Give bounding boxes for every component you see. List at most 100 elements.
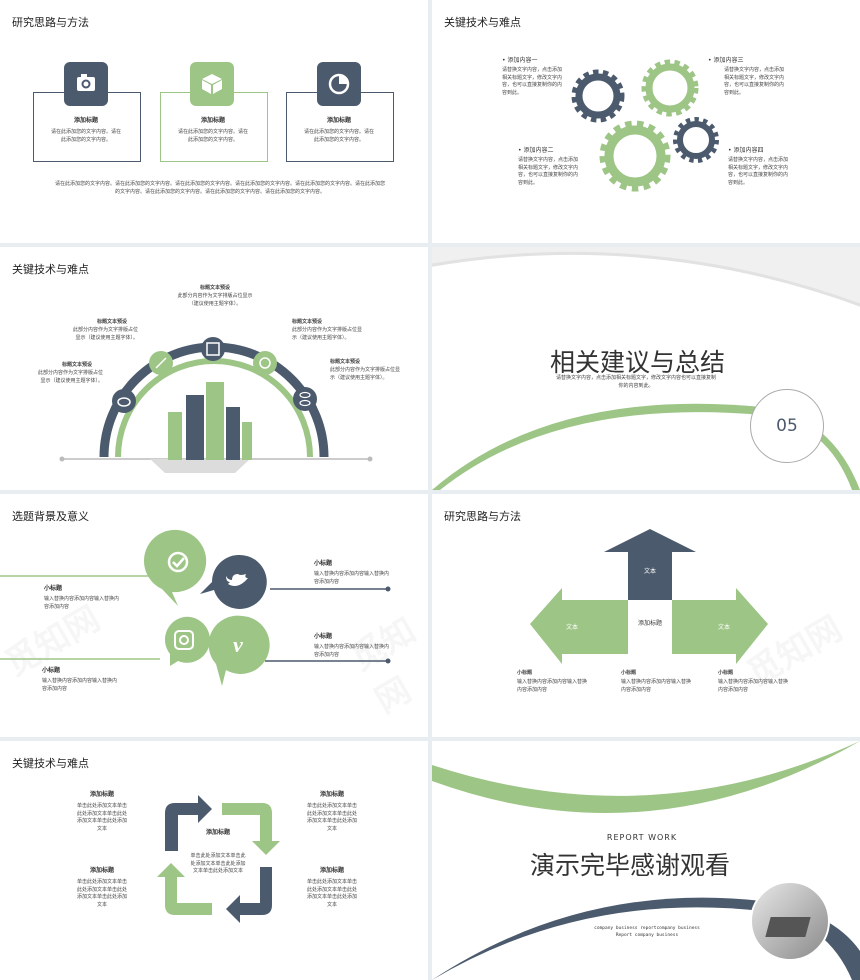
slide-6[interactable]: 研究思路与方法 觅知网 文本 文本 文本 添加标题 小标题 输入替换内容添加内容… <box>432 494 860 737</box>
item-body: 请替换文字内容，点击添加相关标题文字，修改文字内容，也可以直接复制你的内容到此。 <box>724 67 785 96</box>
item-body: 输入替换内容添加内容输入替换内容添加内容 <box>42 678 118 692</box>
city-buildings <box>168 382 252 460</box>
center-body: 单击此处添加文本单击此处添加文本单击此处添加文本单击此处添加文本 <box>190 853 246 874</box>
item-heading: 添加标题 <box>319 791 344 798</box>
arrow-label: 文本 <box>643 568 656 575</box>
label-heading: 标题文本预设 <box>199 285 230 291</box>
section-body: 请替换文字内容，点击添加相关标题文字，修改文字内容也可以直接复制你的内容到此。 <box>556 375 717 389</box>
item-body: 输入替换内容添加内容输入替换内容添加内容 <box>621 679 692 693</box>
section-number: 05 <box>776 416 798 436</box>
center-heading: 添加标题 <box>205 829 230 836</box>
svg-text:v: v <box>233 632 243 657</box>
item-heading: 小标题 <box>314 560 333 567</box>
item-heading: 添加标题 <box>89 791 114 798</box>
box-heading: 添加标题 <box>200 117 225 124</box>
camera-icon <box>64 62 108 106</box>
item-body: 单击此处添加文本单击此处添加文本单击此处添加文本单击此处添加文本 <box>76 879 127 908</box>
slide-title: 选题背景及意义 <box>12 510 89 523</box>
check-icon <box>167 551 189 573</box>
slide-7[interactable]: 关键技术与难点 添加标题 单击此处添加文本单击此处添加文本单击此处添加文本单击此… <box>0 741 428 980</box>
slide-3[interactable]: 关键技术与难点 标题文本预设 此部分内容作为文字排版占位显示（建议使用主题字体）… <box>0 247 428 490</box>
arrow-label: 文本 <box>717 624 730 631</box>
arrow-label: 文本 <box>565 624 578 631</box>
slide-title: 研究思路与方法 <box>12 16 89 29</box>
label-body: 此部分内容作为文字排版占位显示（建议使用主题字体）。 <box>292 327 363 341</box>
center-label: 添加标题 <box>637 620 662 627</box>
edit-icon <box>201 337 225 361</box>
item-body: 单击此处添加文本单击此处添加文本单击此处添加文本单击此处添加文本 <box>306 803 357 832</box>
item-heading: 添加标题 <box>89 867 114 874</box>
slide-title: 研究思路与方法 <box>444 510 521 523</box>
item-heading: 小标题 <box>42 667 61 674</box>
item-label: • 添加内容四 <box>728 147 764 154</box>
arch-graphic <box>59 337 373 473</box>
item-body: 输入替换内容添加内容输入替换内容添加内容 <box>314 571 390 585</box>
item-body: 请替换文字内容，点击添加相关标题文字，修改文字内容，也可以直接复制你的内容到此。 <box>728 157 789 186</box>
item-heading: 小标题 <box>517 670 533 676</box>
item-heading: 添加标题 <box>319 867 344 874</box>
item-body: 请替换文字内容，点击添加相关标题文字，修改文字内容，也可以直接复制你的内容到此。 <box>502 67 563 96</box>
slide-5[interactable]: 选题背景及意义 觅知网 觅知网 v 小标题 输入替换内容添加内容输入替换内容添加… <box>0 494 428 737</box>
slide-4[interactable]: 相关建议与总结 请替换文字内容，点击添加相关标题文字，修改文字内容也可以直接复制… <box>432 247 860 490</box>
database-icon <box>293 387 317 411</box>
twitter-icon <box>226 574 248 586</box>
label-heading: 标题文本预设 <box>62 362 93 368</box>
item-heading: 小标题 <box>718 670 734 676</box>
item-body: 输入替换内容添加内容输入替换内容添加内容 <box>314 644 390 658</box>
slide-8[interactable]: REPORT WORK 演示完毕感谢观看 company business re… <box>432 741 860 980</box>
check-icon <box>253 351 277 375</box>
item-body: 输入替换内容添加内容输入替换内容添加内容 <box>44 596 120 610</box>
item-body: 输入替换内容添加内容输入替换内容添加内容 <box>517 679 588 693</box>
gear-icon <box>673 117 719 163</box>
report-subtitle: REPORT WORK <box>606 833 678 842</box>
item-label: • 添加内容一 <box>502 57 538 64</box>
slide-title: 关键技术与难点 <box>444 16 521 29</box>
gears-graphic <box>571 59 719 192</box>
item-heading: 小标题 <box>44 585 63 592</box>
box-icon <box>190 62 234 106</box>
section-number-badge: 05 <box>750 389 824 463</box>
label-heading: 标题文本预设 <box>97 319 128 325</box>
footer-text: 请在此添加您的文字内容。请在此添加您的文字内容。请在此添加您的文字内容。请在此添… <box>55 181 386 195</box>
laptop-icon <box>765 917 811 937</box>
gear-icon <box>571 69 625 123</box>
slide-title: 关键技术与难点 <box>12 263 89 276</box>
item-label: • 添加内容三 <box>708 57 744 64</box>
label-heading: 标题文本预设 <box>292 319 323 325</box>
label-body: 此部分内容作为文字排版占位显示（建议使用主题字体）。 <box>37 370 103 384</box>
item-body: 请替换文字内容，点击添加相关标题文字，修改文字内容，也可以直接复制你的内容到此。 <box>518 157 579 186</box>
item-heading: 小标题 <box>621 670 637 676</box>
photo-circle <box>750 881 830 961</box>
item-body: 单击此处添加文本单击此处添加文本单击此处添加文本单击此处添加文本 <box>76 803 127 832</box>
box-heading: 添加标题 <box>73 117 98 124</box>
gear-icon <box>641 59 699 117</box>
box-body: 请在此添加您的文字内容。请在此添加您的文字内容。 <box>303 129 374 143</box>
box-body: 请在此添加您的文字内容。请在此添加您的文字内容。 <box>177 129 248 143</box>
arrows-graphic <box>530 529 768 664</box>
cloud-icon <box>112 389 136 413</box>
gear-icon <box>599 120 671 192</box>
item-label: • 添加内容二 <box>518 147 554 154</box>
label-body: 此部分内容作为文字排版占位显示（建议使用主题字体）。 <box>177 293 253 307</box>
link-icon <box>149 351 173 375</box>
slide-2[interactable]: 关键技术与难点 • 添加内容一 请替换文字内容，点击添加相关标题文字，修改文字内… <box>432 0 860 243</box>
label-body: 此部分内容作为文字排版占位显示（建议使用主题字体）。 <box>72 327 138 341</box>
pie-icon <box>317 62 361 106</box>
label-body: 此部分内容作为文字排版占位显示（建议使用主题字体）。 <box>330 367 401 381</box>
slide-title: 关键技术与难点 <box>12 757 89 770</box>
instagram-icon <box>174 630 194 650</box>
item-body: 单击此处添加文本单击此处添加文本单击此处添加文本单击此处添加文本 <box>306 879 357 908</box>
slide-1[interactable]: 研究思路与方法 添加标题 请在此添加您的文字内容。请在此添加您的文字内容。 添加… <box>0 0 428 243</box>
item-heading: 小标题 <box>314 633 333 640</box>
footer-line: Report company business <box>615 933 679 938</box>
footer-line: company business reportcompany business <box>594 926 700 931</box>
bubble-graphic: v <box>0 529 391 686</box>
vimeo-icon: v <box>233 632 243 657</box>
box-body: 请在此添加您的文字内容。请在此添加您的文字内容。 <box>50 129 121 143</box>
label-heading: 标题文本预设 <box>330 359 361 365</box>
cycle-graphic <box>157 795 280 923</box>
closing-title: 演示完毕感谢观看 <box>530 851 731 880</box>
box-heading: 添加标题 <box>326 117 351 124</box>
section-title: 相关建议与总结 <box>550 348 726 377</box>
item-body: 输入替换内容添加内容输入替换内容添加内容 <box>718 679 789 693</box>
